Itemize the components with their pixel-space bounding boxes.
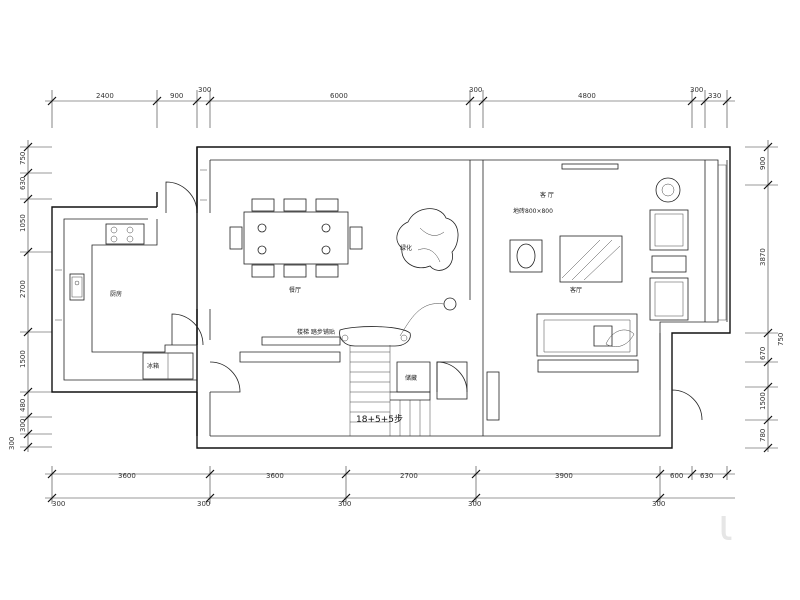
- storage-label: 储藏: [405, 374, 417, 382]
- dim-left-1: 750: [19, 152, 27, 165]
- dim-right-2: 3870: [759, 248, 767, 266]
- dim-bottom2-4: 300: [468, 500, 481, 508]
- dim-top-5: 300: [469, 86, 482, 94]
- doors: [165, 181, 703, 421]
- dim-bottom-4: 3900: [555, 472, 573, 480]
- living-furniture: 客 厅 地砖800×800 客厅: [486, 163, 727, 421]
- dim-top-7: 300: [690, 86, 703, 94]
- dim-bottom2-3: 300: [338, 500, 351, 508]
- dim-right-5: 1500: [759, 392, 767, 410]
- right-dimension-string: 900 3870 750 670 1500 780: [745, 140, 785, 453]
- dim-left-8: 300: [8, 437, 16, 450]
- stair-note: 楼梯 踏步铺贴: [297, 328, 335, 336]
- watermark: ι: [718, 500, 733, 551]
- column-marker: [443, 297, 457, 311]
- plant-area: 绿化: [396, 208, 459, 271]
- dim-top-8: 330: [708, 92, 721, 100]
- living-header: 客 厅: [540, 191, 554, 199]
- left-dimension-string: 750 630 1050 2700 1500 480 300 300: [8, 140, 52, 452]
- bottom-dimension-string: 3600 3600 2700 3900 600 630 300 300 300 …: [45, 466, 735, 508]
- stair-count: 18+5+5步: [356, 414, 403, 425]
- walls: [51, 146, 731, 449]
- dim-bottom2-5: 300: [652, 500, 665, 508]
- dining-label: 餐厅: [289, 286, 301, 294]
- dim-bottom-5: 600: [670, 472, 683, 480]
- dim-right-1: 900: [759, 157, 767, 170]
- dim-right-6: 780: [759, 429, 767, 442]
- dim-bottom2-1: 300: [52, 500, 65, 508]
- dim-top-4: 6000: [330, 92, 348, 100]
- dining-furniture: 餐厅: [229, 198, 363, 294]
- fridge-label: 冰箱: [147, 362, 159, 370]
- living-label: 客厅: [570, 286, 582, 294]
- plant-label: 绿化: [400, 244, 412, 252]
- dim-bottom-6: 630: [700, 472, 713, 480]
- dim-bottom-1: 3600: [118, 472, 136, 480]
- dim-left-3: 1050: [19, 214, 27, 232]
- living-floor-note: 地砖800×800: [513, 207, 553, 215]
- dim-bottom2-2: 300: [197, 500, 210, 508]
- stairs: 楼梯 踏步铺贴 储藏 18+5+5步: [239, 326, 468, 436]
- dim-left-4: 2700: [19, 280, 27, 298]
- dim-left-7: 300: [19, 419, 27, 432]
- dim-left-2: 630: [19, 177, 27, 190]
- dim-top-3: 300: [198, 86, 211, 94]
- kitchen-label: 厨房: [110, 290, 122, 298]
- dim-top-1: 2400: [96, 92, 114, 100]
- dim-right-3: 750: [777, 333, 785, 346]
- dim-right-4: 670: [759, 347, 767, 360]
- kitchen-fixtures: 冰箱 厨房: [69, 223, 194, 380]
- dim-left-5: 1500: [19, 350, 27, 368]
- dim-left-6: 480: [19, 399, 27, 412]
- dim-bottom-2: 3600: [266, 472, 284, 480]
- dim-top-2: 900: [170, 92, 183, 100]
- dim-top-6: 4800: [578, 92, 596, 100]
- dim-bottom-3: 2700: [400, 472, 418, 480]
- top-dimension-string: 2400 900 300 6000 300 4800 300 330: [45, 86, 735, 128]
